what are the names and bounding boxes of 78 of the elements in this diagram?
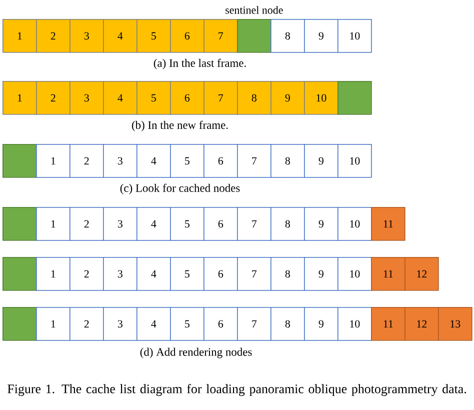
- list-cell: 4: [136, 257, 171, 291]
- subfigure-caption: (a) In the last frame.: [154, 58, 246, 70]
- list-cell: [2, 307, 37, 341]
- list-cell: 3: [70, 81, 104, 115]
- list-cell: 11: [371, 257, 406, 291]
- list-cell: 6: [204, 207, 238, 241]
- list-cell: 5: [170, 207, 204, 241]
- list-cell: [338, 81, 372, 115]
- list-cell: 2: [36, 19, 70, 53]
- list-cell: 8: [270, 307, 305, 341]
- list-cell: 8: [270, 144, 305, 178]
- list-cell: 2: [70, 144, 104, 178]
- list-cell: 9: [304, 257, 338, 291]
- list-cell: 7: [237, 207, 272, 241]
- list-cell: 2: [70, 257, 104, 291]
- list-cell: 7: [237, 307, 272, 341]
- list-cell: 4: [103, 81, 138, 115]
- list-cell: [237, 19, 272, 53]
- list-cell: 5: [170, 144, 204, 178]
- list-cell: 1: [36, 207, 70, 241]
- list-cell: 9: [270, 81, 305, 115]
- list-cell: 8: [270, 257, 305, 291]
- list-cell: 6: [170, 81, 204, 115]
- list-cell: 5: [136, 81, 171, 115]
- list-cell: 8: [270, 19, 305, 53]
- list-cell: 1: [36, 144, 70, 178]
- list-cell: 3: [70, 19, 104, 53]
- list-cell: 9: [304, 207, 338, 241]
- list-cell: 6: [204, 307, 238, 341]
- list-cell: 2: [70, 207, 104, 241]
- list-cell: 4: [136, 144, 171, 178]
- list-cell: 12: [404, 257, 439, 291]
- list-cell: 4: [136, 307, 171, 341]
- list-cell: 11: [371, 207, 406, 241]
- list-cell: 6: [170, 19, 204, 53]
- list-cell: 7: [204, 19, 238, 53]
- list-cell: 12: [404, 307, 439, 341]
- figure-caption: Figure 1. The cache list diagram for loading panoramic oblique photogrammetry data.: [8, 384, 466, 396]
- list-cell: 7: [204, 81, 238, 115]
- list-cell: [2, 257, 37, 291]
- list-cell: 4: [103, 19, 138, 53]
- list-cell: 7: [237, 257, 272, 291]
- subfigure-caption: (c) Look for cached nodes: [120, 184, 240, 194]
- node-caption: sentinel node: [226, 6, 283, 14]
- list-cell: 2: [70, 307, 104, 341]
- list-cell: 9: [304, 307, 338, 341]
- list-cell: 9: [304, 144, 338, 178]
- list-cell: 2: [36, 81, 70, 115]
- list-cell: 13: [438, 307, 472, 341]
- list-cell: 10: [338, 307, 372, 341]
- list-cell: 9: [304, 19, 338, 53]
- list-cell: 11: [371, 307, 406, 341]
- list-cell: 1: [36, 257, 70, 291]
- subfigure-caption: (d) Add rendering nodes: [140, 348, 252, 358]
- list-cell: 3: [103, 144, 138, 178]
- list-cell: 10: [304, 81, 338, 115]
- list-cell: 1: [2, 19, 37, 53]
- list-cell: 1: [2, 81, 37, 115]
- list-cell: 5: [170, 257, 204, 291]
- list-cell: 10: [338, 257, 372, 291]
- list-cell: 3: [103, 257, 138, 291]
- list-cell: 10: [338, 144, 372, 178]
- list-cell: 6: [204, 144, 238, 178]
- list-cell: 5: [136, 19, 171, 53]
- list-cell: 10: [338, 207, 372, 241]
- list-cell: 6: [204, 257, 238, 291]
- subfigure-caption: (b) In the new frame.: [132, 120, 228, 132]
- list-cell: 3: [103, 207, 138, 241]
- list-cell: 7: [237, 144, 272, 178]
- list-cell: [2, 207, 37, 241]
- list-cell: 8: [237, 81, 272, 115]
- list-cell: 10: [338, 19, 372, 53]
- list-cell: 5: [170, 307, 204, 341]
- list-cell: 8: [270, 207, 305, 241]
- list-cell: 4: [136, 207, 171, 241]
- list-cell: [2, 144, 37, 178]
- list-cell: 1: [36, 307, 70, 341]
- list-cell: 3: [103, 307, 138, 341]
